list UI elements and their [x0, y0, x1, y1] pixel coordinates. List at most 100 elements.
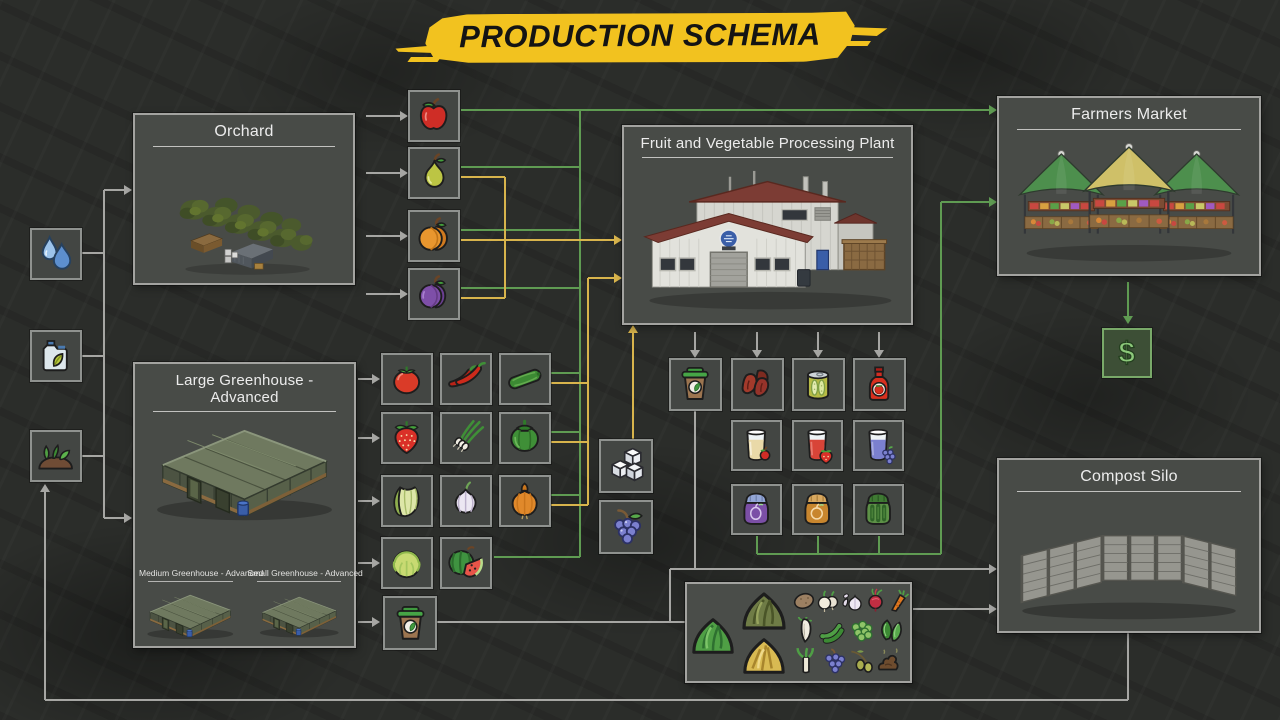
greenhouse-panel: Large Greenhouse - Advanced Medium Green… — [133, 362, 363, 648]
divider — [1017, 491, 1241, 492]
tile-apple-juice — [731, 420, 782, 471]
tile-ketchup — [853, 358, 906, 411]
tile-compost-output — [669, 358, 722, 411]
flow-line-produce — [461, 109, 989, 111]
flow-line-produce — [551, 431, 580, 433]
waste-silage-pile-icon — [740, 586, 788, 634]
arrowhead-icon — [372, 558, 380, 568]
compost-bin-icon — [681, 367, 710, 401]
ketchup-icon — [869, 366, 890, 402]
flow-line-transfer — [366, 115, 400, 117]
processing-plant-title: Fruit and Vegetable Processing Plant — [640, 135, 895, 152]
compost-silo-title: Compost Silo — [1080, 468, 1178, 485]
juice-strawberry-icon — [807, 429, 833, 465]
flow-line-ingredient — [461, 239, 614, 241]
farmers-market-illustration — [1005, 138, 1253, 266]
tile-greenhouse-compost — [383, 596, 437, 650]
flow-line-transfer — [670, 568, 989, 570]
water-icon — [42, 235, 72, 270]
tile-fertilizer — [30, 330, 82, 382]
flow-line-transfer — [817, 332, 819, 350]
medium-greenhouse-variant: Medium Greenhouse - Advanced — [139, 568, 264, 641]
flow-line-transfer — [358, 437, 372, 439]
arrowhead-icon — [989, 197, 997, 207]
processing-plant-illustration — [630, 169, 905, 319]
dollar-icon: $ — [1118, 336, 1136, 370]
grapes-icon — [613, 508, 643, 544]
juice-apple-icon — [746, 429, 771, 462]
waste-leek-icon — [792, 647, 819, 674]
small-greenhouse-variant: Small Greenhouse - Advanced — [248, 568, 363, 641]
flow-line-produce — [817, 536, 819, 554]
arrowhead-icon — [124, 513, 132, 523]
tile-sugar — [599, 439, 653, 493]
arrowhead-icon — [372, 374, 380, 384]
tile-strawberry — [381, 412, 433, 464]
jam-apricot-icon — [804, 493, 831, 526]
flow-line-transfer — [366, 172, 400, 174]
waste-turnip-icon — [816, 588, 840, 612]
tile-apricot — [408, 210, 460, 262]
tile-money: $ — [1102, 328, 1152, 378]
arrowhead-icon — [874, 350, 884, 358]
waste-manure-icon — [876, 647, 903, 674]
divider — [642, 157, 893, 158]
flow-line-transfer — [358, 621, 372, 623]
flow-line-produce — [941, 201, 989, 203]
waste-beetroot-icon — [864, 588, 888, 612]
flow-line-transfer — [756, 332, 758, 350]
flow-line-transfer — [694, 411, 696, 569]
divider — [153, 146, 335, 147]
tile-plum — [408, 268, 460, 320]
arrowhead-icon — [372, 433, 380, 443]
flow-line-produce — [494, 556, 580, 558]
divider — [153, 411, 336, 412]
compost-silo-panel: Compost Silo — [997, 458, 1261, 633]
arrowhead-icon — [400, 231, 408, 241]
flow-line-ingredient — [504, 177, 506, 298]
tile-bell-pepper — [499, 412, 551, 464]
arrowhead-icon — [614, 235, 622, 245]
flow-line-transfer — [878, 332, 880, 350]
waste-garlic-scraps-icon — [840, 588, 864, 612]
arrowhead-icon — [690, 350, 700, 358]
tile-dried-fruit — [731, 358, 784, 411]
chili-icon — [448, 362, 487, 388]
tile-green-onion — [440, 412, 492, 464]
flow-line-ingredient — [632, 333, 634, 439]
arrowhead-icon — [752, 350, 762, 358]
divider — [148, 581, 233, 582]
flow-line-transfer — [82, 252, 104, 254]
arrowhead-icon — [989, 564, 997, 574]
flow-line-ingredient — [588, 277, 614, 279]
tile-cucumber — [499, 353, 551, 405]
flow-line-transfer — [366, 235, 400, 237]
waste-potato-icon — [792, 588, 816, 612]
arrowhead-icon — [400, 289, 408, 299]
flow-line-ingredient — [551, 382, 588, 384]
tile-watermelon — [440, 537, 492, 589]
cucumber-icon — [508, 369, 542, 390]
sugar-icon — [610, 447, 643, 481]
flow-line-transfer — [103, 190, 105, 518]
flow-line-ingredient — [551, 504, 588, 506]
arrowhead-icon — [628, 325, 638, 333]
flow-line-transfer — [45, 699, 1128, 701]
green-onion-icon — [453, 420, 485, 453]
arrowhead-icon — [372, 496, 380, 506]
flow-line-produce — [940, 202, 942, 554]
plum-icon — [419, 275, 447, 309]
tile-apple — [408, 90, 460, 142]
flow-line-transfer — [437, 621, 685, 623]
arrowhead-icon — [40, 484, 50, 492]
flow-line-ingredient — [551, 441, 588, 443]
tile-canned-cucumbers — [792, 358, 845, 411]
arrowhead-icon — [1123, 316, 1133, 324]
medium-greenhouse-label: Medium Greenhouse - Advanced — [139, 568, 264, 578]
page-title: PRODUCTION SCHEMA — [459, 16, 821, 55]
napa-cabbage-icon — [393, 486, 420, 518]
tile-grapes — [599, 500, 653, 554]
farmers-market-panel: Farmers Market — [997, 96, 1261, 276]
pear-icon — [424, 153, 447, 189]
orchard-panel: Orchard — [133, 113, 355, 285]
